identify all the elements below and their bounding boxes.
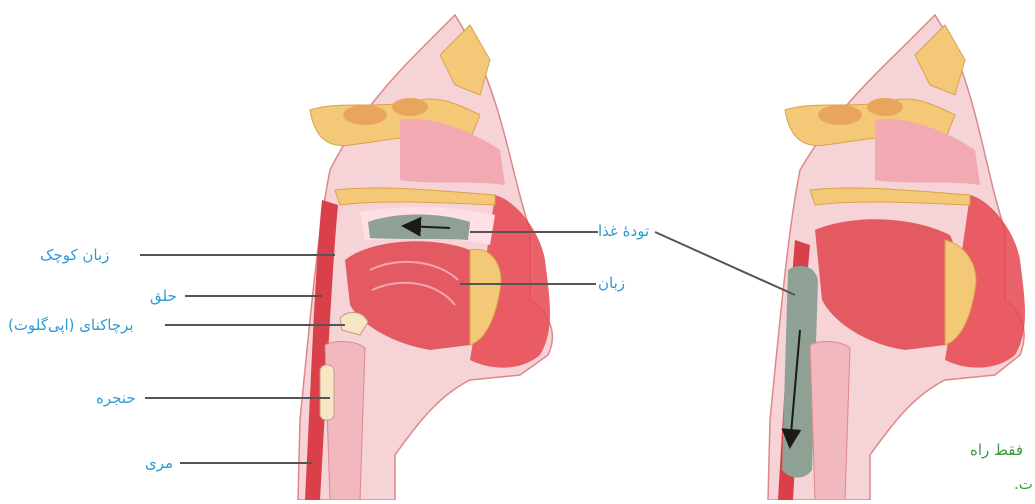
label-larynx: حنجره xyxy=(96,389,136,407)
sinus-4 xyxy=(867,98,903,116)
left-head-illustration xyxy=(140,15,598,500)
caption-line-1: فقط راه xyxy=(970,441,1023,459)
trachea-2 xyxy=(810,342,850,500)
label-uvula: زبان کوچک xyxy=(40,246,109,264)
right-head-illustration xyxy=(655,15,1025,500)
label-epiglottis: برچاکنای (اپی‌گلوت) xyxy=(8,316,134,334)
label-pharynx: حلق xyxy=(150,287,177,305)
sinus-3 xyxy=(818,105,862,125)
bolus-leader-2 xyxy=(655,232,795,295)
label-bolus: تودهٔ غذا xyxy=(598,222,649,240)
sinus-1 xyxy=(343,105,387,125)
label-esophagus: مری xyxy=(145,454,173,472)
caption-line-2: ت. xyxy=(1014,475,1033,493)
sinus-2 xyxy=(392,98,428,116)
larynx-cartilage xyxy=(320,365,334,420)
label-tongue: زبان xyxy=(598,274,625,292)
